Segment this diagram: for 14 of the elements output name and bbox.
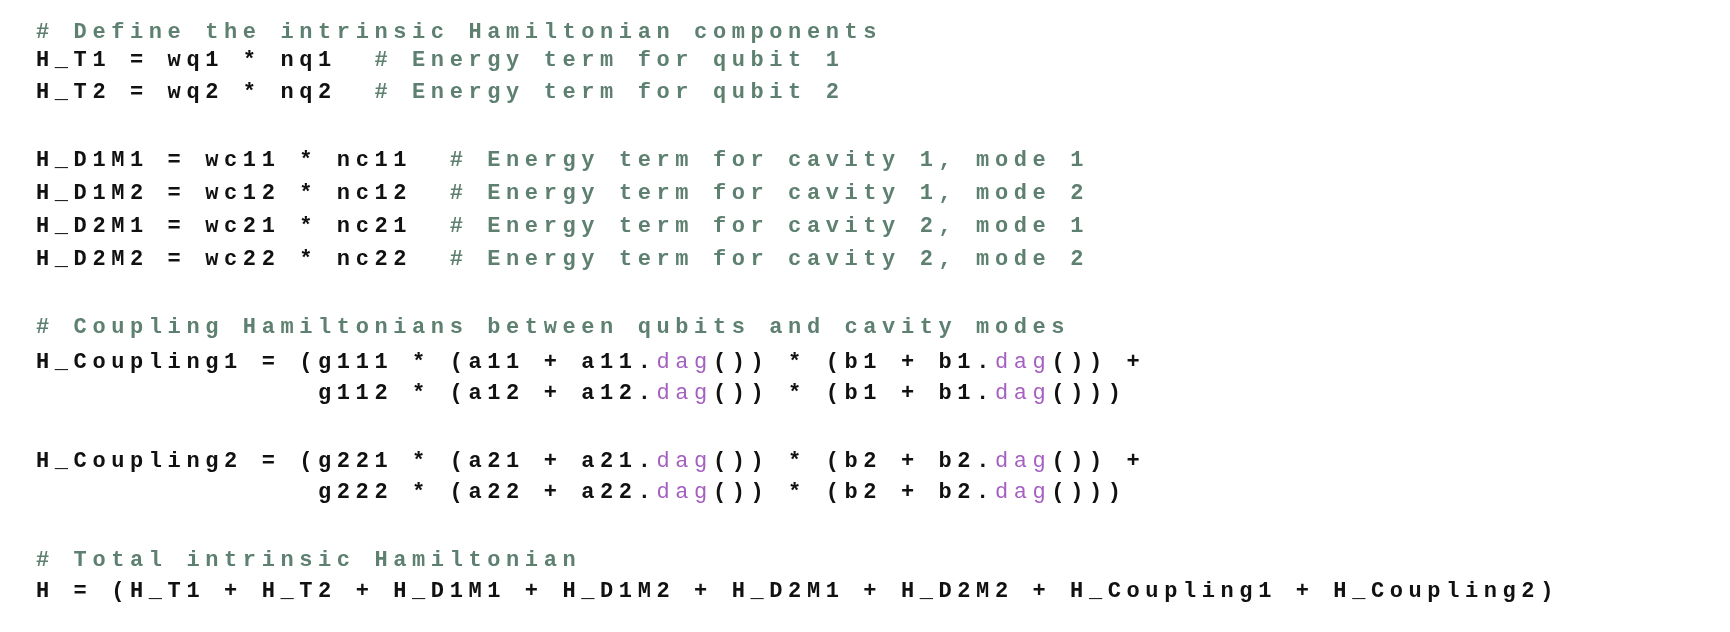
code-line: H_T1 = wq1 * nq1 # Energy term for qubit 1 <box>36 48 845 74</box>
code-comment: # Coupling Hamiltonians between qubits and cavity modes <box>36 315 1071 341</box>
code-line: H_D1M1 = wc11 * nc11 # Energy term for cavity 1, mode 1 <box>36 148 1089 174</box>
code-line: H_T2 = wq2 * nq2 # Energy term for qubit 2 <box>36 80 845 106</box>
code-line: H_D1M2 = wc12 * nc12 # Energy term for cavity 1, mode 2 <box>36 181 1089 207</box>
code-line: H_Coupling2 = (g221 * (a21 + a21.dag()) * (b2 + b2.dag()) + <box>36 449 1146 475</box>
code-line: H = (H_T1 + H_T2 + H_D1M1 + H_D1M2 + H_D2M1 + H_D2M2 + H_Coupling1 + H_Coupling2) <box>36 579 1559 605</box>
code-line: g112 * (a12 + a12.dag()) * (b1 + b1.dag())) <box>318 381 1127 407</box>
code-line: g222 * (a22 + a22.dag()) * (b2 + b2.dag())) <box>318 480 1127 506</box>
code-comment: # Define the intrinsic Hamiltonian components <box>36 20 883 46</box>
code-line: H_D2M2 = wc22 * nc22 # Energy term for cavity 2, mode 2 <box>36 247 1089 273</box>
code-comment: # Total intrinsic Hamiltonian <box>36 548 582 574</box>
code-line: H_D2M1 = wc21 * nc21 # Energy term for cavity 2, mode 1 <box>36 214 1089 240</box>
code-line: H_Coupling1 = (g111 * (a11 + a11.dag()) * (b1 + b1.dag()) + <box>36 350 1146 376</box>
